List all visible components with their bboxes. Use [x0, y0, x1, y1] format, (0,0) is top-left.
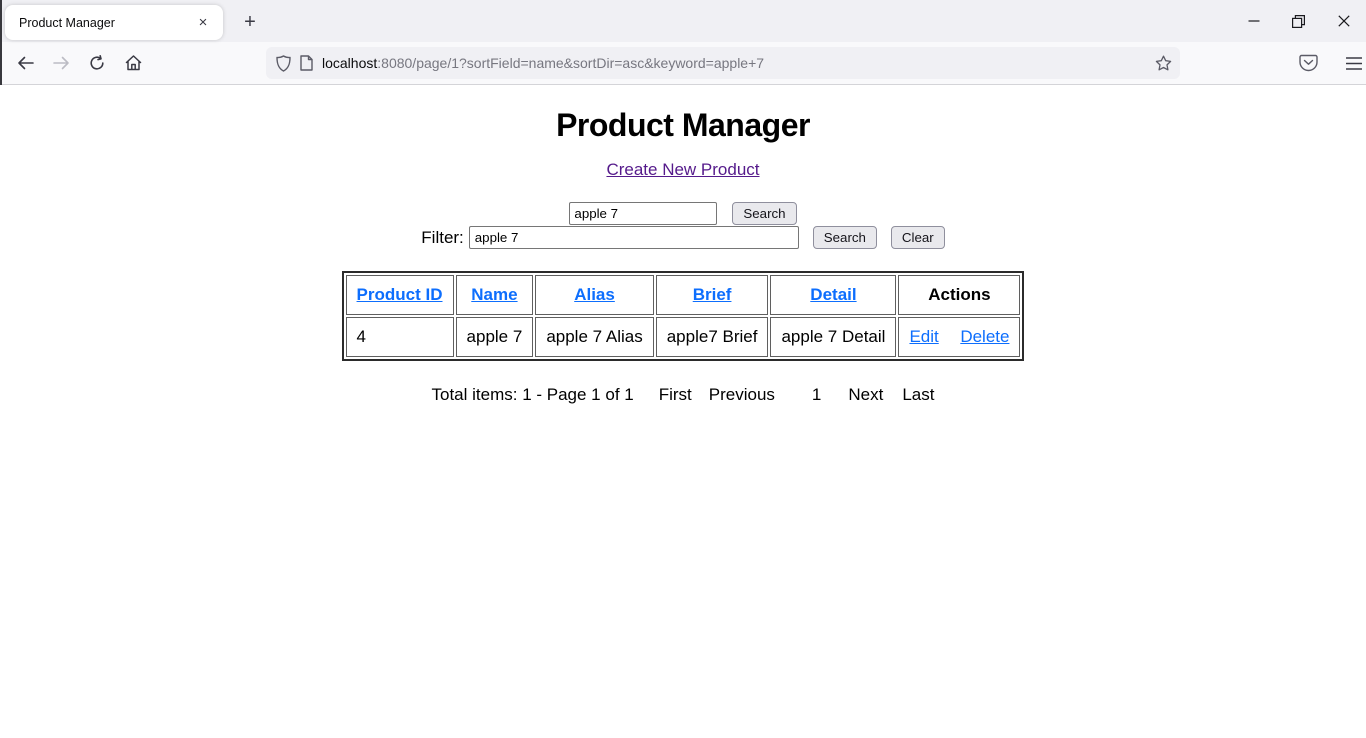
- cell-name: apple 7: [455, 317, 534, 357]
- cell-detail: apple 7 Detail: [770, 317, 897, 357]
- new-tab-button[interactable]: +: [244, 10, 256, 33]
- sort-name-link[interactable]: Name: [471, 285, 518, 304]
- pocket-icon[interactable]: [1292, 47, 1324, 79]
- navigation-toolbar: localhost:8080/page/1?sortField=name&sor…: [0, 42, 1366, 85]
- top-search-input[interactable]: [569, 202, 718, 225]
- product-table: Product ID Name Alias Brief Detail Actio…: [341, 271, 1025, 361]
- header-product-id: Product ID: [345, 275, 454, 315]
- cell-alias: apple 7 Alias: [535, 317, 654, 357]
- close-window-button[interactable]: [1321, 0, 1366, 42]
- browser-tab[interactable]: Product Manager ×: [5, 5, 223, 40]
- cell-product-id: 4: [345, 317, 454, 357]
- table-row: 4 apple 7 apple 7 Alias apple7 Brief app…: [345, 317, 1021, 357]
- url-path: :8080/page/1?sortField=name&sortDir=asc&…: [377, 55, 765, 71]
- pagination-summary: Total items: 1 - Page 1 of 1: [431, 385, 634, 404]
- tab-title: Product Manager: [19, 15, 115, 30]
- bookmark-star-icon[interactable]: [1155, 55, 1172, 71]
- cell-brief: apple7 Brief: [655, 317, 769, 357]
- filter-input[interactable]: [468, 226, 799, 249]
- filter-clear-button[interactable]: Clear: [890, 226, 945, 249]
- header-actions: Actions: [898, 275, 1021, 315]
- page-info-icon[interactable]: [300, 55, 313, 71]
- shield-icon[interactable]: [276, 54, 291, 72]
- reload-button[interactable]: [81, 47, 113, 79]
- edit-link[interactable]: Edit: [909, 327, 939, 346]
- pagination-previous[interactable]: Previous: [708, 385, 775, 404]
- restore-button[interactable]: [1276, 0, 1321, 42]
- header-alias: Alias: [535, 275, 654, 315]
- tab-bar: Product Manager × +: [0, 0, 1366, 42]
- pagination: Total items: 1 - Page 1 of 1 First Previ…: [0, 385, 1366, 405]
- page-title: Product Manager: [556, 107, 810, 143]
- delete-link[interactable]: Delete: [960, 327, 1010, 346]
- pagination-current-page: 1: [811, 385, 822, 404]
- top-search-button[interactable]: Search: [732, 202, 797, 225]
- hamburger-menu-icon[interactable]: [1338, 47, 1366, 79]
- window-left-edge: [0, 0, 2, 85]
- minimize-button[interactable]: [1231, 0, 1276, 42]
- filter-form: Filter: Search Clear: [0, 226, 1366, 249]
- url-host: localhost: [322, 55, 378, 71]
- window-controls: [1231, 0, 1366, 42]
- url-bar[interactable]: localhost:8080/page/1?sortField=name&sor…: [266, 47, 1180, 79]
- header-detail: Detail: [770, 275, 897, 315]
- header-brief: Brief: [655, 275, 769, 315]
- url-text: localhost:8080/page/1?sortField=name&sor…: [322, 55, 1147, 71]
- sort-product-id-link[interactable]: Product ID: [356, 285, 443, 304]
- pagination-last[interactable]: Last: [902, 385, 935, 404]
- create-row: Create New Product: [0, 160, 1366, 180]
- filter-label: Filter:: [421, 227, 464, 247]
- pagination-next[interactable]: Next: [848, 385, 884, 404]
- forward-button[interactable]: [45, 47, 77, 79]
- page-content: Product Manager Create New Product Searc…: [0, 85, 1366, 737]
- back-button[interactable]: [9, 47, 41, 79]
- table-header-row: Product ID Name Alias Brief Detail Actio…: [345, 275, 1021, 315]
- create-new-product-link[interactable]: Create New Product: [606, 160, 760, 179]
- top-search-form: Search: [0, 202, 1366, 225]
- pagination-first[interactable]: First: [658, 385, 692, 404]
- filter-search-button[interactable]: Search: [812, 226, 877, 249]
- sort-brief-link[interactable]: Brief: [692, 285, 732, 304]
- cell-actions: Edit Delete: [898, 317, 1021, 357]
- header-name: Name: [455, 275, 534, 315]
- home-button[interactable]: [117, 47, 149, 79]
- browser-chrome: Product Manager × +: [0, 0, 1366, 85]
- sort-alias-link[interactable]: Alias: [574, 285, 615, 304]
- tab-close-icon[interactable]: ×: [198, 13, 208, 31]
- sort-detail-link[interactable]: Detail: [810, 285, 857, 304]
